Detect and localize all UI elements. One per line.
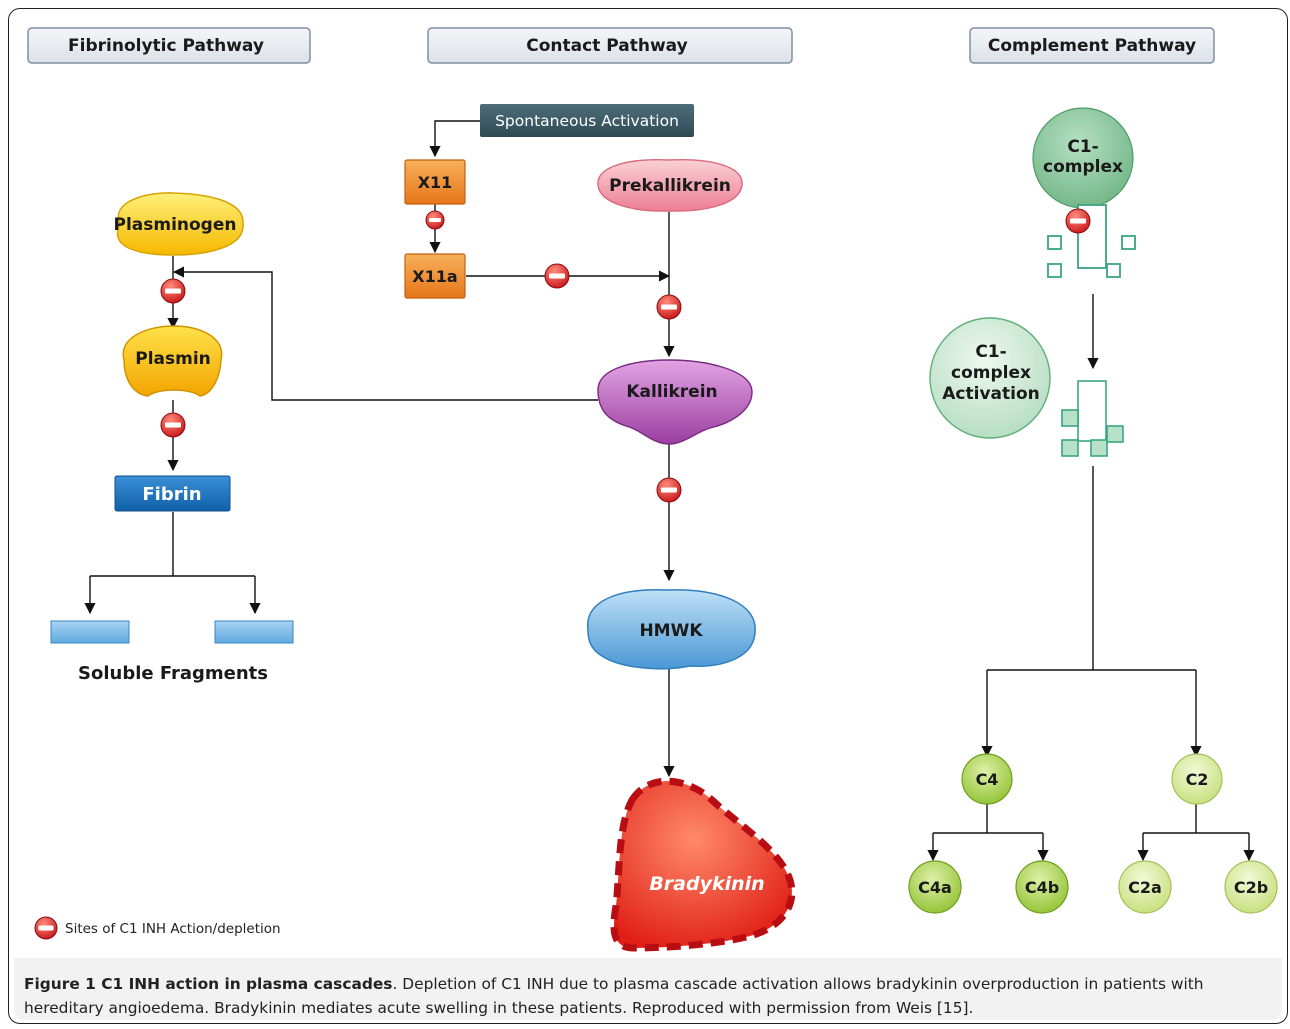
- legend-label: Sites of C1 INH Action/depletion: [65, 921, 281, 937]
- inhibitor-icon: [160, 278, 186, 304]
- c2a-label: C2a: [1128, 878, 1162, 897]
- plasminogen-label: Plasminogen: [113, 215, 236, 235]
- plasmin-label: Plasmin: [135, 349, 211, 369]
- bradykinin-label: Bradykinin: [649, 873, 764, 895]
- c2b-node: C2b: [1224, 860, 1278, 914]
- prekallikrein-label: Prekallikrein: [609, 176, 731, 196]
- inhibitor-icon: [544, 263, 570, 289]
- c2a-node: C2a: [1118, 860, 1172, 914]
- c1-molecule-inactive: [1047, 204, 1136, 278]
- inhibitor-icon: [656, 477, 682, 503]
- c4b-label: C4b: [1025, 878, 1059, 897]
- fibrin-node: Fibrin: [114, 475, 231, 512]
- c1-complex-activation-node: C1- complex Activation: [929, 317, 1051, 439]
- c4a-label: C4a: [918, 878, 952, 897]
- c2-label: C2: [1186, 770, 1209, 789]
- kallikrein-label: Kallikrein: [626, 382, 717, 402]
- soluble-fragment-left: [50, 620, 130, 644]
- soluble-fragment-right: [214, 620, 294, 644]
- hmwk-label: HMWK: [639, 621, 703, 641]
- spontaneous-activation-label: Spontaneous Activation: [495, 112, 679, 130]
- c4a-node: C4a: [908, 860, 962, 914]
- c1-activation-label-line2: complex: [951, 363, 1031, 383]
- pathway-diagram: Fibrinolytic Pathway Contact Pathway Com…: [27, 27, 1278, 952]
- c4-node: C4: [961, 753, 1013, 805]
- bradykinin-node: Bradykinin: [610, 777, 796, 952]
- header-complement: Complement Pathway: [969, 27, 1215, 64]
- c1-complex-label-line2: complex: [1043, 157, 1123, 177]
- x11-label: X11: [418, 173, 453, 192]
- header-fibrinolytic-label: Fibrinolytic Pathway: [68, 36, 264, 56]
- figure-caption: Figure 1 C1 INH action in plasma cascade…: [24, 972, 1278, 1020]
- c2b-label: C2b: [1234, 878, 1268, 897]
- c2-node: C2: [1171, 753, 1223, 805]
- c1-molecule-active: [1061, 380, 1124, 457]
- soluble-fragments-label: Soluble Fragments: [78, 663, 268, 684]
- x11-node: X11: [404, 159, 466, 205]
- inhibitor-icon: [425, 210, 445, 230]
- x11a-node: X11a: [404, 253, 466, 299]
- hmwk-node: HMWK: [587, 589, 756, 670]
- figure-frame: [8, 8, 1288, 1024]
- c4-label: C4: [976, 770, 999, 789]
- kallikrein-node: Kallikrein: [597, 359, 753, 445]
- prekallikrein-node: Prekallikrein: [597, 159, 743, 212]
- plasmin-node: Plasmin: [122, 325, 223, 397]
- caption-background: [14, 958, 1282, 1020]
- c4b-node: C4b: [1015, 860, 1069, 914]
- fibrin-label: Fibrin: [142, 484, 201, 505]
- spontaneous-activation-node: Spontaneous Activation: [480, 104, 694, 137]
- header-complement-label: Complement Pathway: [988, 36, 1196, 56]
- header-fibrinolytic: Fibrinolytic Pathway: [27, 27, 311, 64]
- inhibitor-icon: [160, 412, 186, 438]
- x11a-label: X11a: [412, 267, 457, 286]
- c1-complex-node: C1- complex: [1032, 107, 1134, 209]
- c1-complex-label-line1: C1-: [1067, 137, 1098, 157]
- c1-activation-label-line3: Activation: [942, 384, 1039, 404]
- legend: Sites of C1 INH Action/depletion: [34, 916, 281, 940]
- c1-activation-label-line1: C1-: [975, 342, 1006, 362]
- header-contact-label: Contact Pathway: [526, 36, 687, 56]
- legend-inhibitor-icon: [34, 916, 58, 940]
- inhibitor-icon: [656, 294, 682, 320]
- header-contact: Contact Pathway: [427, 27, 793, 64]
- inhibitor-icon: [1065, 208, 1091, 234]
- plasminogen-node: Plasminogen: [113, 192, 244, 256]
- caption-body: . Depletion of C1 INH due to plasma casc…: [24, 975, 1204, 1017]
- caption-title: Figure 1 C1 INH action in plasma cascade…: [24, 975, 393, 993]
